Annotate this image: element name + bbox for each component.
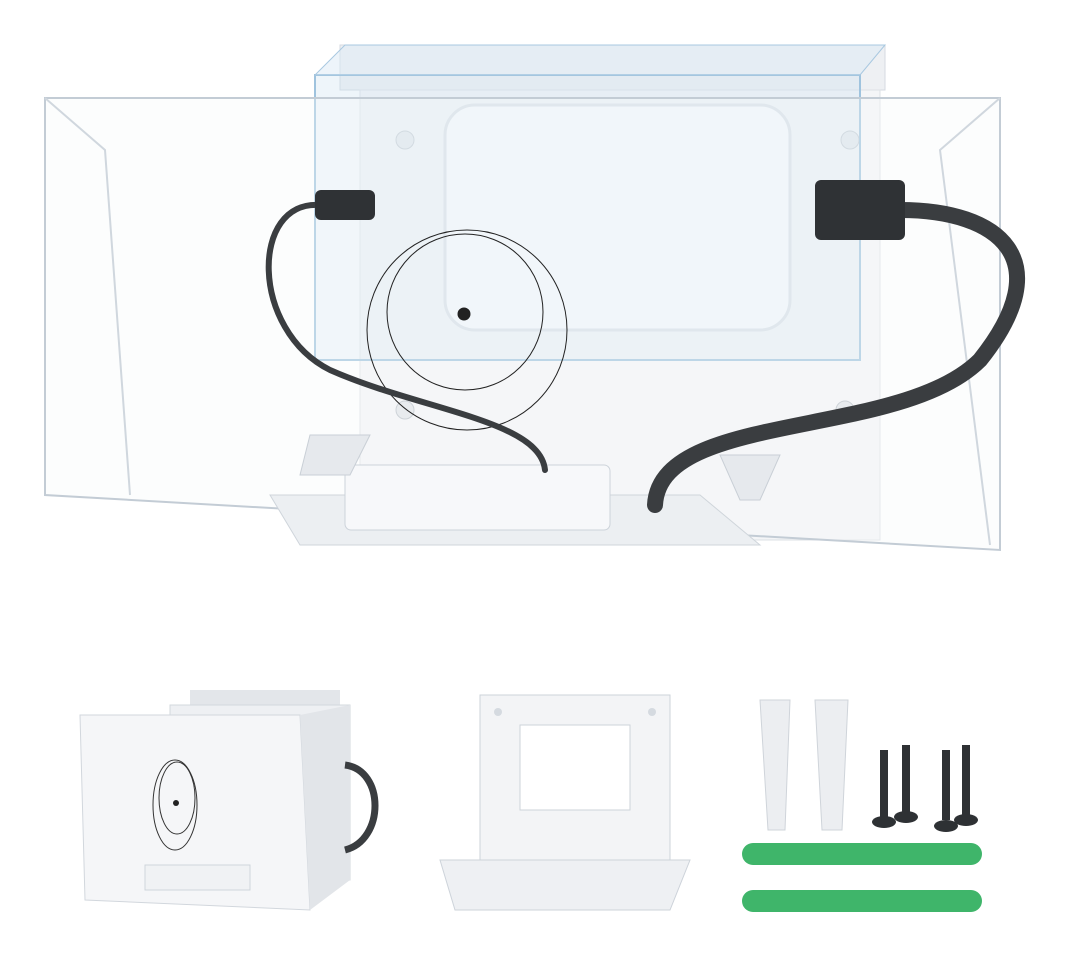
base-tray	[269, 434, 781, 546]
wall-anchors	[759, 699, 849, 831]
hardware-kit	[742, 699, 982, 912]
power-cord	[265, 180, 1026, 513]
assembled-cover-view	[79, 690, 379, 911]
screws	[872, 745, 978, 832]
hole-guide-circles	[366, 229, 568, 431]
cable-ties	[742, 843, 982, 912]
main-assembly	[44, 44, 1026, 552]
mounting-plate-view	[439, 694, 691, 911]
clear-box	[313, 44, 887, 361]
